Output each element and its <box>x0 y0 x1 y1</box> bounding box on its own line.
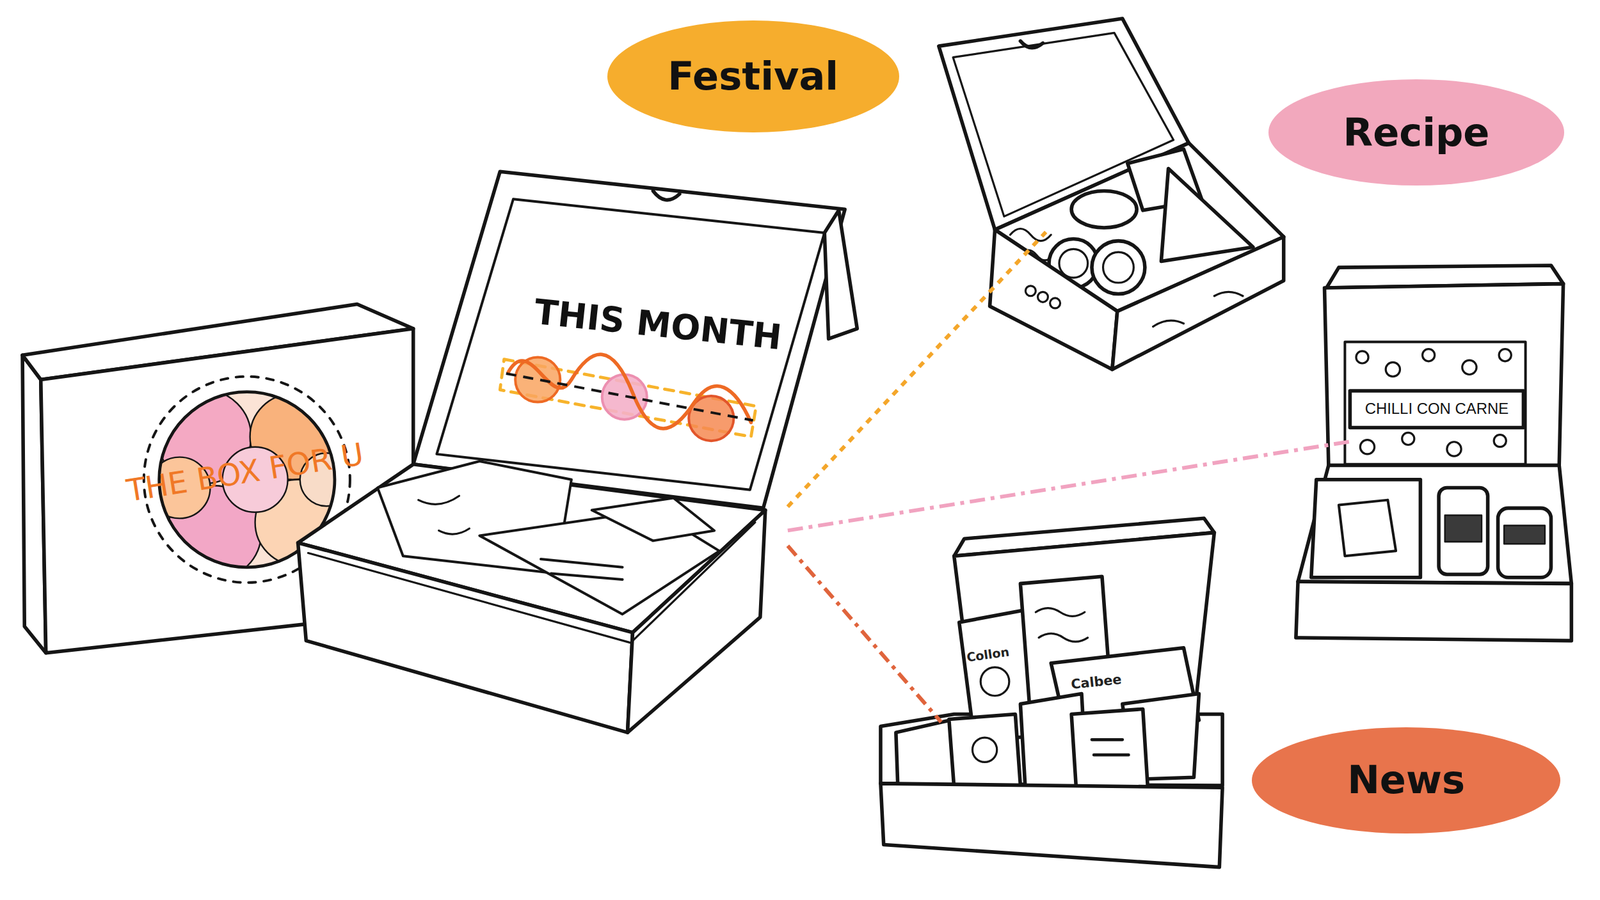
open-box-drawing <box>298 543 633 734</box>
open-box-drawing <box>413 171 845 509</box>
recipe-box-drawing <box>1349 391 1524 428</box>
recipe-box-drawing <box>1462 360 1477 375</box>
festival-box-drawing <box>1103 252 1135 283</box>
festival-box-drawing <box>1112 236 1284 370</box>
open-box-drawing <box>308 522 756 644</box>
open-box-drawing <box>602 375 648 420</box>
recipe-box-drawing <box>1356 351 1369 364</box>
category-pill: Festival <box>607 20 900 133</box>
open-box-drawing <box>824 210 857 340</box>
recipe-box-drawing <box>1324 284 1564 466</box>
recipe-box-drawing <box>1447 442 1462 457</box>
category-pill: News <box>1251 727 1561 834</box>
news-box-drawing <box>1035 608 1088 643</box>
news-box: News <box>940 722 1225 868</box>
recipe-box: RecipeCHILLI CON CARNE <box>1349 295 1577 643</box>
news-box-drawing <box>949 714 1021 788</box>
dashed-connector <box>787 232 1046 508</box>
festival-box-drawing <box>1091 241 1145 295</box>
open-box-drawing <box>515 357 560 402</box>
recipe-box-drawing <box>1504 525 1545 544</box>
package-text: Calbee <box>1054 666 1138 697</box>
festival-box-drawing <box>1025 286 1036 297</box>
category-pill: Recipe <box>1268 79 1565 186</box>
news-box-drawing <box>880 518 1223 868</box>
recipe-box-drawing <box>1402 432 1415 445</box>
festival-box-drawing <box>938 18 1284 370</box>
news-box-drawing <box>1071 709 1149 794</box>
open-box-drawing <box>418 496 470 535</box>
open-box-drawing <box>540 559 623 580</box>
dashed-connector <box>787 545 942 723</box>
festival-box-drawing <box>990 229 1118 370</box>
box-logo-text: THE BOX FOR U <box>80 424 410 523</box>
news-box-drawing <box>880 784 1223 868</box>
open-box-drawing <box>592 497 715 541</box>
news-box-drawing <box>1091 739 1129 756</box>
festival-box-drawing <box>1160 168 1253 262</box>
recipe-box-drawing <box>1385 362 1400 377</box>
recipe-box-drawing <box>1296 581 1572 641</box>
news-box-drawing <box>980 667 1010 697</box>
open-box-drawing <box>627 510 766 734</box>
recipe-box-drawing <box>1297 465 1572 584</box>
open-box-drawing <box>436 199 825 490</box>
recipe-box-drawing <box>1493 435 1506 448</box>
recipe-box-drawing <box>1311 480 1421 578</box>
recipe-box-drawing <box>1360 440 1375 455</box>
news-box-drawing <box>972 737 997 763</box>
recipe-box-drawing <box>1296 265 1572 642</box>
recipe-box-drawing <box>1445 515 1482 543</box>
recipe-label: CHILLI CON CARNE <box>1351 392 1523 426</box>
open-box-drawing <box>652 191 680 201</box>
dashed-connector <box>787 442 1350 532</box>
festival-box-drawing <box>1050 298 1061 309</box>
festival-box-drawing <box>1037 291 1048 303</box>
festival-box: Festival <box>1045 226 1291 376</box>
festival-box-drawing <box>1153 291 1243 327</box>
open-box-drawing <box>506 373 754 421</box>
recipe-box-drawing <box>1422 349 1435 362</box>
open-box: THIS MONTH <box>295 168 788 735</box>
closed-box: THE BOX FOR U <box>22 303 414 654</box>
package-text: Collon <box>951 640 1025 671</box>
recipe-box-drawing <box>1338 500 1396 557</box>
recipe-box-drawing <box>1498 349 1512 362</box>
open-box-drawing <box>298 171 858 733</box>
recipe-box-drawing <box>1498 508 1552 578</box>
recipe-box-drawing <box>1344 341 1526 464</box>
festival-box-drawing <box>1071 191 1137 228</box>
lid-heading: THIS MONTH <box>503 282 813 367</box>
recipe-box-drawing <box>1438 487 1488 575</box>
open-box-drawing <box>508 354 751 429</box>
festival-box-drawing <box>1020 40 1043 48</box>
